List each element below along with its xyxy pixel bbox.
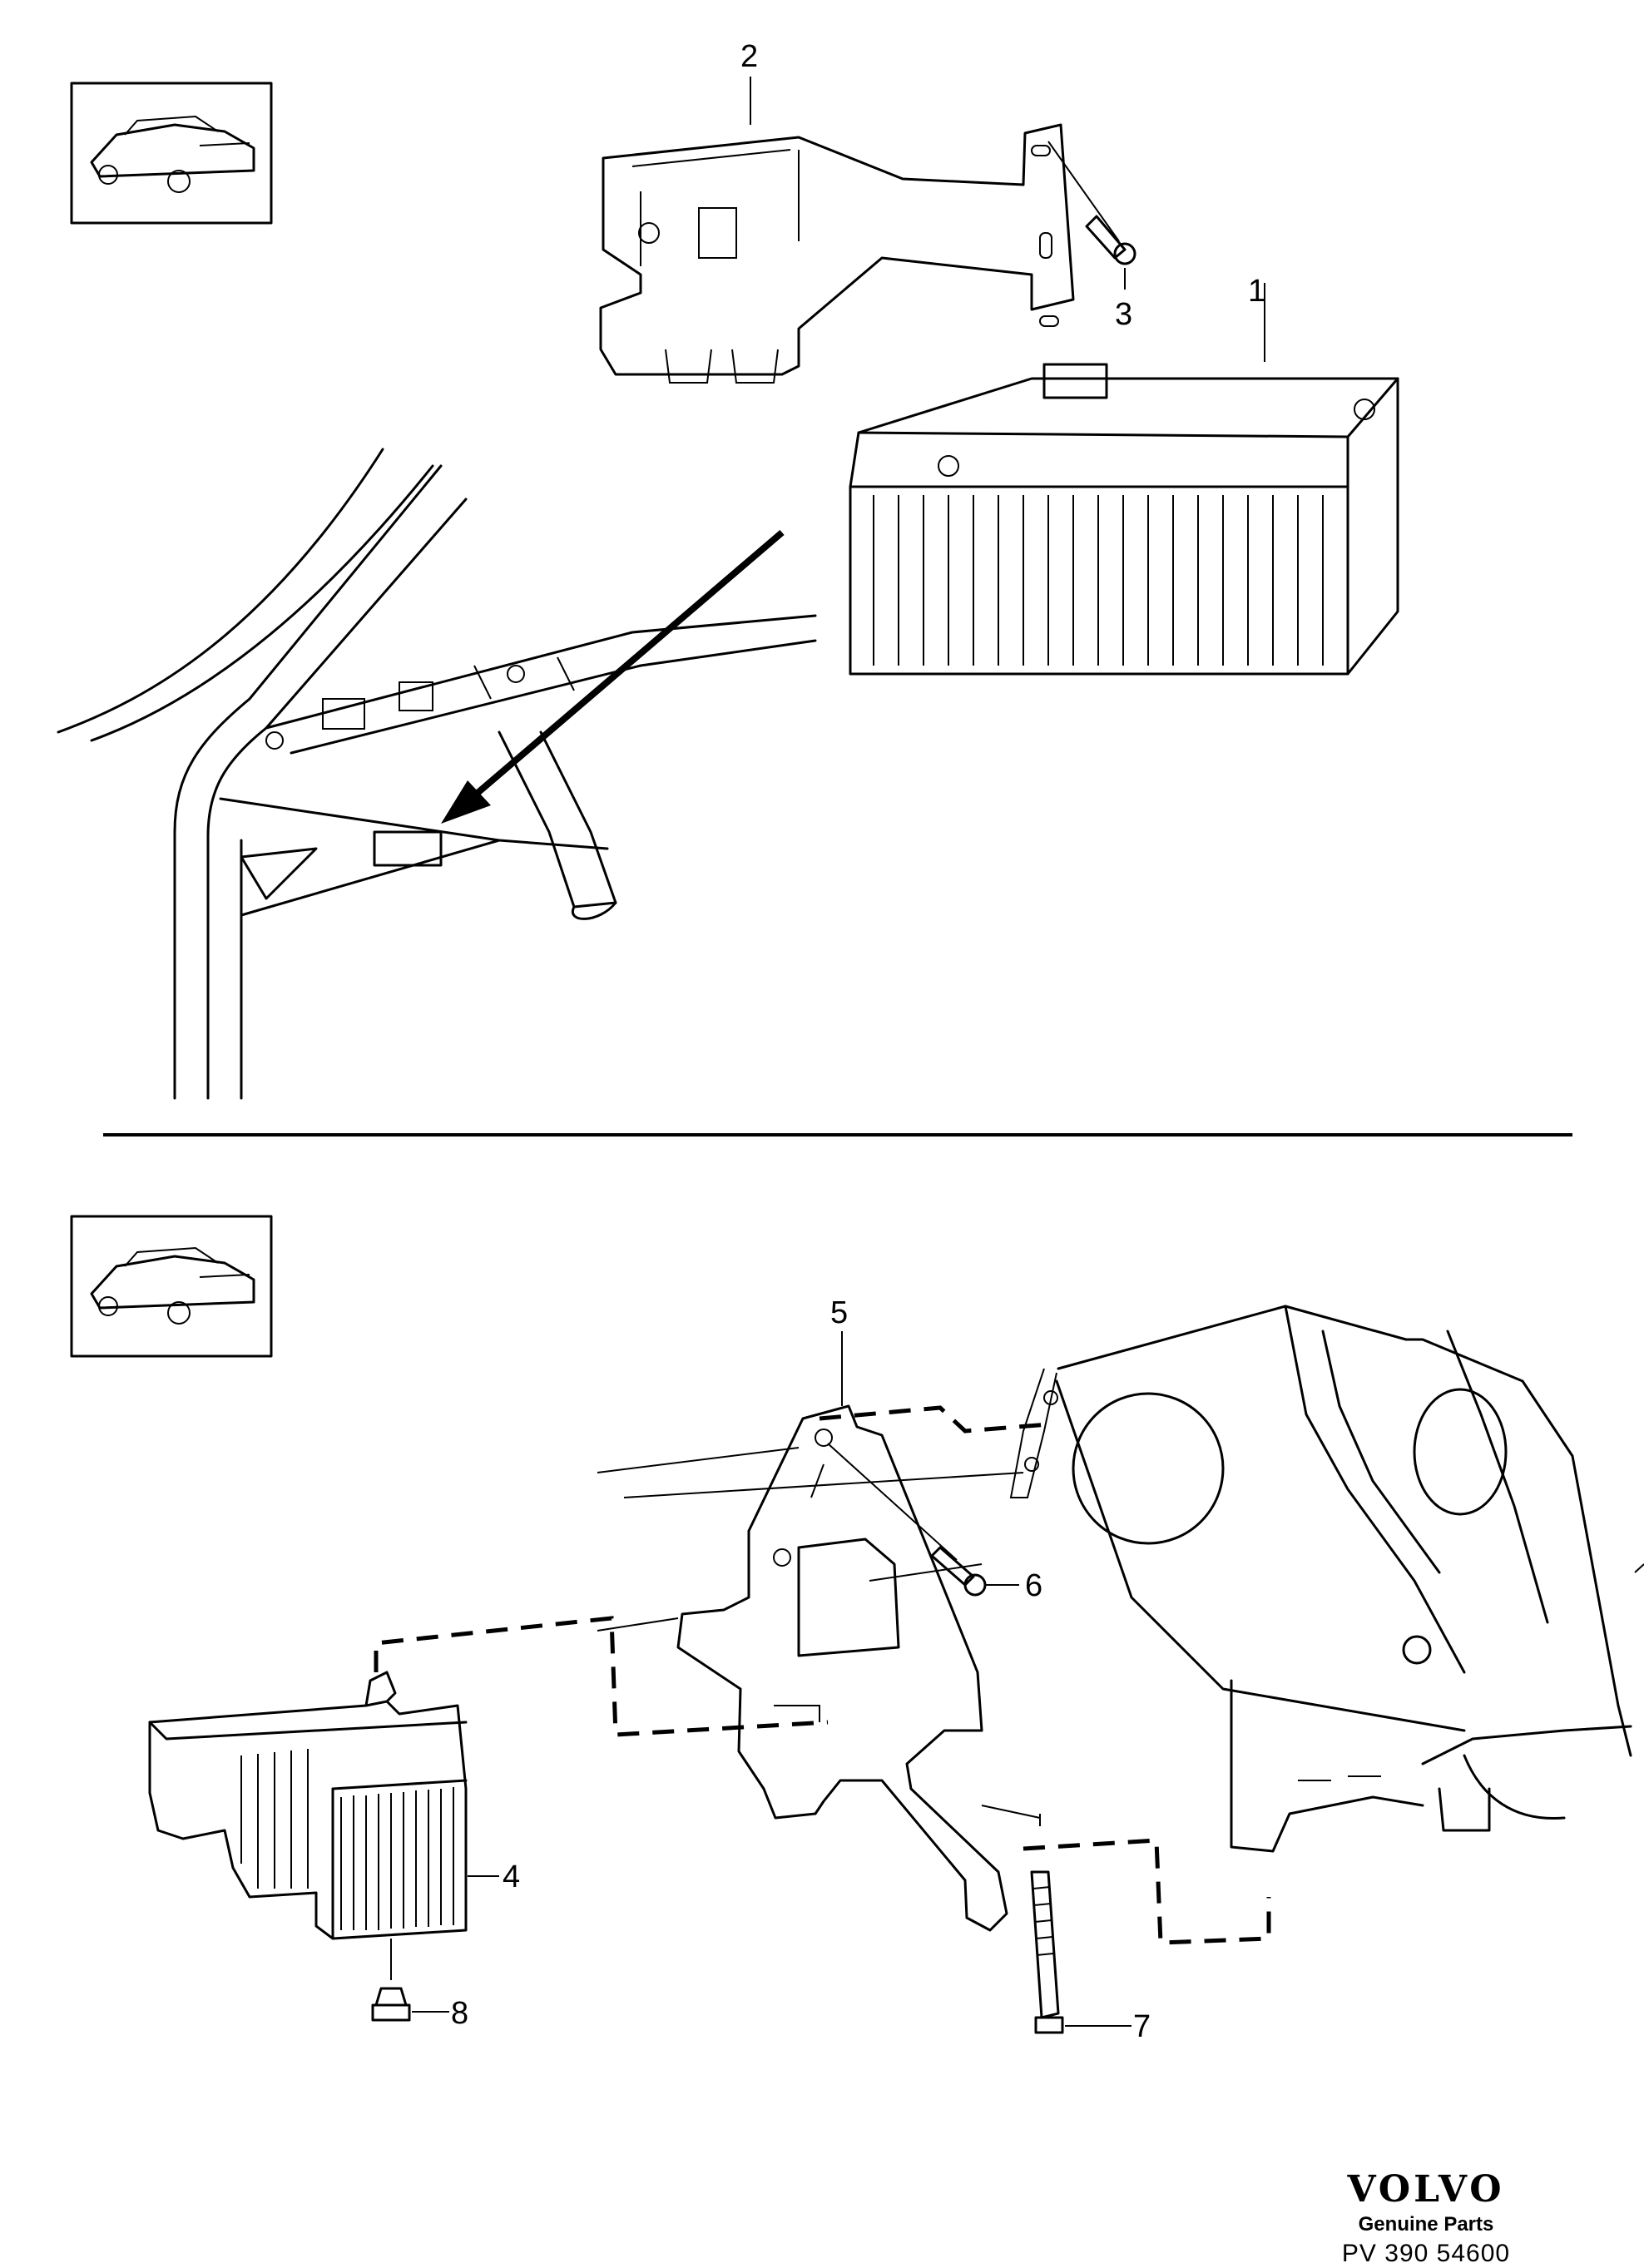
bolt-part-7 — [1030, 1870, 1131, 2034]
callout-4: 4 — [503, 1859, 520, 1894]
callout-7: 7 — [1133, 2009, 1151, 2044]
callout-5: 5 — [830, 1295, 848, 1330]
volvo-logo: VOLVO — [1347, 2168, 1505, 2211]
volvo-genuine-parts-brand: VOLVO Genuine Parts PV 390 54600 — [1318, 2171, 1534, 2268]
vehicle-thumbnail-bottom — [70, 1215, 273, 1358]
control-unit-fins — [873, 495, 1324, 666]
brand-tagline: Genuine Parts — [1358, 2213, 1494, 2236]
callout-1: 1 — [1248, 274, 1265, 309]
location-arrow — [441, 529, 785, 824]
mounting-dashed-lines — [374, 1405, 1271, 1945]
callout-2: 2 — [740, 39, 758, 74]
bracket-part-2 — [599, 77, 1075, 384]
diagram-code: PV 390 54600 — [1341, 2240, 1511, 2267]
car-pillar-sketch — [57, 448, 817, 1100]
relay-box-fins — [240, 1749, 454, 1930]
control-unit-part-1 — [849, 283, 1399, 676]
callout-3: 3 — [1115, 297, 1132, 332]
relay-box-part-4 — [148, 1671, 499, 1940]
callout-8: 8 — [451, 1996, 468, 2031]
callout-6: 6 — [1025, 1568, 1042, 1603]
screw-part-3 — [1047, 141, 1136, 290]
car-floor-structure — [597, 1305, 1644, 1853]
vehicle-thumbnail-top — [70, 82, 273, 225]
nut-part-8 — [371, 1939, 449, 2022]
bracket-part-5 — [676, 1404, 1041, 1932]
